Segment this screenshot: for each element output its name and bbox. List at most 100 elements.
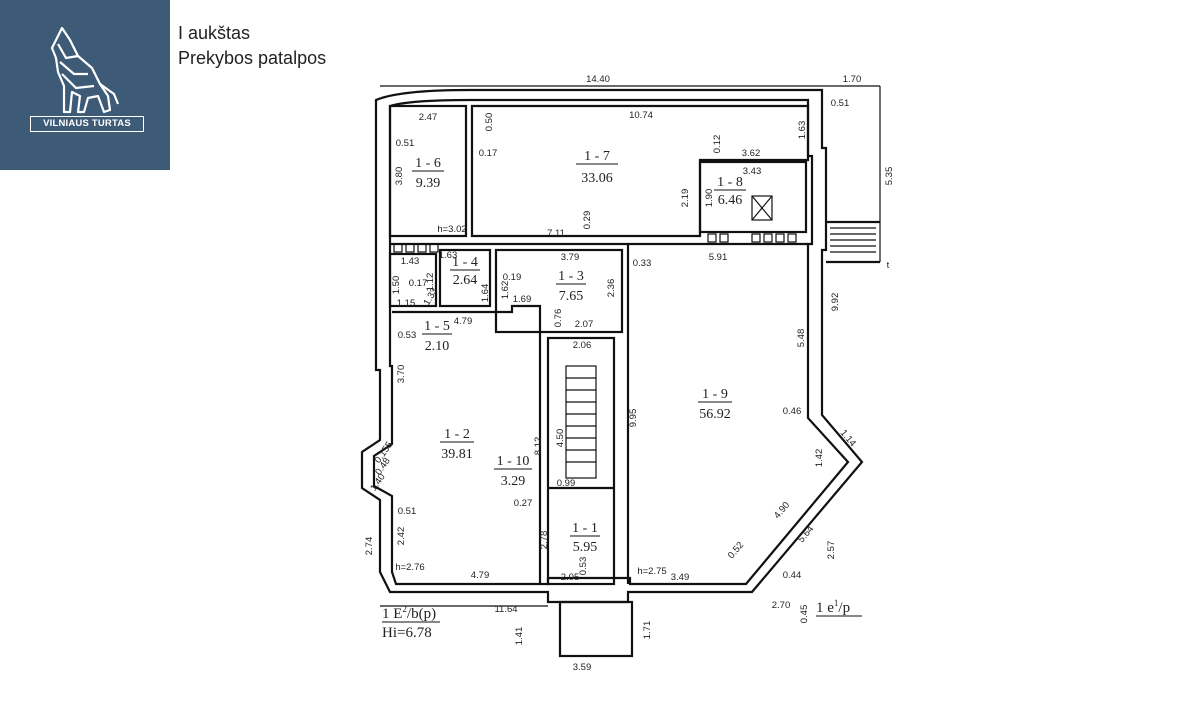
dimension-label: 2.19 bbox=[680, 189, 691, 208]
dimension-label: 0.46 bbox=[783, 406, 802, 417]
dimension-label: 4.50 bbox=[555, 429, 566, 448]
room-area: 33.06 bbox=[581, 171, 613, 186]
dimension-label: 1.12 bbox=[425, 273, 436, 292]
dimension-label: t bbox=[887, 260, 890, 271]
room-id: 1 - 5 bbox=[424, 319, 450, 334]
room-area: 9.39 bbox=[416, 176, 441, 191]
dimension-label: 1.14 bbox=[838, 428, 858, 449]
dimension-label: 0.53 bbox=[578, 557, 589, 576]
dimension-label: 0.51 bbox=[831, 98, 850, 109]
room-area: 7.65 bbox=[559, 289, 584, 304]
dimension-label: 3.43 bbox=[743, 166, 762, 177]
dimension-label: 2.42 bbox=[396, 527, 407, 546]
room-id: 1 - 4 bbox=[452, 255, 478, 270]
dimension-label: 0.53 bbox=[398, 330, 417, 341]
plan-notes: 1 E2/b(p) Hi=6.78 1 e1/p bbox=[382, 598, 862, 641]
dimension-label: 0.19 bbox=[503, 272, 522, 283]
dimension-label: 3.80 bbox=[394, 167, 405, 186]
dimension-label: 3.70 bbox=[396, 365, 407, 384]
dimension-label: 9.95 bbox=[628, 409, 639, 428]
room-area: 2.64 bbox=[453, 273, 478, 288]
dimension-label: h=2.76 bbox=[395, 562, 424, 573]
dimension-label: 9.92 bbox=[830, 293, 841, 312]
dimension-label: h=3.02 bbox=[437, 224, 466, 235]
company-logo: VILNIAUS TURTAS bbox=[0, 0, 170, 170]
dimension-label: 1.41 bbox=[514, 627, 525, 646]
dimension-label: 3.62 bbox=[742, 148, 761, 159]
dimension-label: 0.50 bbox=[484, 113, 495, 132]
dimension-label: 1.63 bbox=[439, 250, 458, 261]
dimension-label: h=2.75 bbox=[637, 566, 666, 577]
floor-title: I aukštas bbox=[178, 23, 251, 43]
room-area: 2.10 bbox=[425, 339, 450, 354]
dimension-label: 2.36 bbox=[606, 279, 617, 298]
dimension-label: 1.90 bbox=[704, 189, 715, 208]
dimension-label: 10.74 bbox=[629, 110, 653, 121]
dimension-label: 2.74 bbox=[364, 537, 375, 556]
dimension-label: 0.17 bbox=[479, 148, 498, 159]
dimension-label: 0.45 bbox=[799, 605, 810, 624]
dimension-label: 1.43 bbox=[401, 256, 420, 267]
dimension-label: 0.17 bbox=[409, 278, 428, 289]
dimension-label: 1.71 bbox=[642, 621, 653, 640]
dimension-label: 1.50 bbox=[391, 276, 402, 295]
dimension-label: 0.52 bbox=[726, 540, 746, 561]
premises-subtitle: Prekybos patalpos bbox=[178, 48, 327, 68]
dimension-label: 3.49 bbox=[671, 572, 690, 583]
dimension-label: 1.63 bbox=[797, 121, 808, 140]
dimension-label: 1.15 bbox=[397, 298, 416, 309]
room-area: 39.81 bbox=[441, 447, 473, 462]
dimension-label: 2.06 bbox=[573, 340, 592, 351]
dimension-label: 1.40 bbox=[368, 472, 388, 493]
room-labels: 1 - 6 9.39 1 - 7 33.06 1 - 8 6.46 1 - 4 … bbox=[415, 149, 743, 555]
dimension-label: 5.35 bbox=[884, 167, 895, 186]
dimension-label: 7.11 bbox=[547, 228, 565, 239]
dimension-label: 1.70 bbox=[843, 74, 862, 85]
room-id: 1 - 7 bbox=[584, 149, 610, 164]
stair-flight bbox=[380, 85, 881, 607]
plan-walls bbox=[360, 88, 880, 658]
dimension-label: 1.62 bbox=[500, 281, 511, 300]
room-id: 1 - 9 bbox=[702, 387, 728, 402]
dimension-label: 5.64 bbox=[796, 524, 816, 545]
room-area: 5.95 bbox=[573, 540, 598, 555]
dimension-label: 0.99 bbox=[557, 478, 576, 489]
room-id: 1 - 1 bbox=[572, 521, 598, 536]
room-id: 1 - 2 bbox=[444, 427, 470, 442]
dimension-label: 0.51 bbox=[396, 138, 415, 149]
dimension-label: 2.78 bbox=[539, 531, 550, 550]
dimension-label: 1.42 bbox=[814, 449, 825, 468]
dimension-label: 2.70 bbox=[772, 600, 791, 611]
dimension-label: 4.79 bbox=[471, 570, 490, 581]
entrance-code: 1 e1/p bbox=[816, 598, 850, 616]
dimension-label: 5.91 bbox=[709, 252, 728, 263]
dimension-label: 0.27 bbox=[514, 498, 533, 509]
dimension-label: 2.07 bbox=[575, 319, 594, 330]
dimension-label: 0.51 bbox=[398, 506, 417, 517]
dimension-label: 2.57 bbox=[826, 541, 837, 560]
logo-wordmark: VILNIAUS TURTAS bbox=[30, 116, 144, 132]
wolf-icon bbox=[50, 26, 120, 114]
room-area: 3.29 bbox=[501, 474, 526, 489]
dimension-label: 4.79 bbox=[454, 316, 473, 327]
dimension-label: 8.12 bbox=[533, 437, 544, 456]
dimension-label: 0.33 bbox=[633, 258, 652, 269]
dimension-label: 11.64 bbox=[494, 604, 517, 615]
room-label-underlines bbox=[412, 163, 746, 537]
dimension-label: 3.79 bbox=[561, 252, 580, 263]
dimension-label: 5.48 bbox=[796, 329, 807, 348]
dimension-label: 0.12 bbox=[712, 135, 723, 154]
dimension-label: 3.59 bbox=[573, 662, 592, 673]
room-id: 1 - 10 bbox=[497, 454, 530, 469]
dimension-label: 0.29 bbox=[582, 211, 593, 230]
level-code: 1 E2/b(p) bbox=[382, 604, 436, 622]
room-id: 1 - 8 bbox=[717, 175, 743, 190]
dimension-label: 2.05 bbox=[561, 572, 580, 583]
room-area: 6.46 bbox=[718, 193, 743, 208]
height-note: Hi=6.78 bbox=[382, 625, 432, 641]
room-area: 56.92 bbox=[699, 407, 731, 422]
dimension-label: 4.90 bbox=[772, 500, 792, 521]
dimension-labels: 14.40 1.70 0.51 5.35 2.47 0.50 10.74 1.6… bbox=[364, 74, 895, 673]
room-id: 1 - 3 bbox=[558, 269, 584, 284]
